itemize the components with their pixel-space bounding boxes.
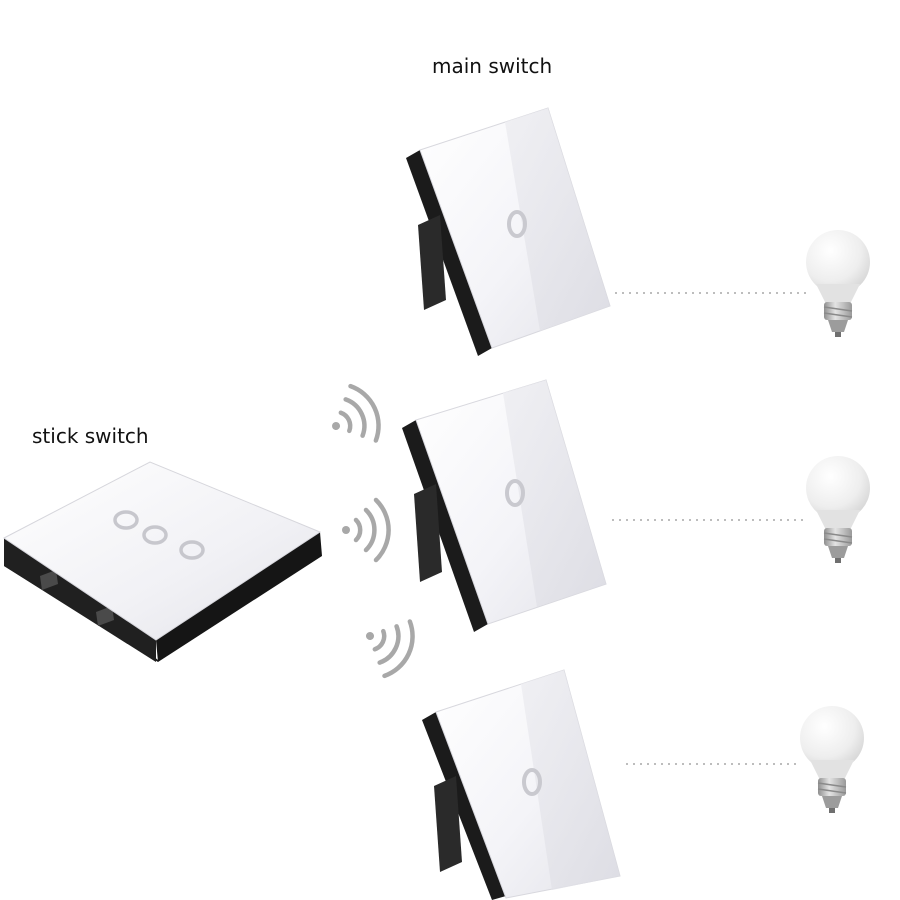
stick-side-left <box>4 538 156 662</box>
stick-switch-label: stick switch <box>32 424 149 448</box>
main-switch-panel <box>406 107 611 356</box>
panel-frame-edge <box>406 150 492 356</box>
light-bulb-icon <box>806 456 870 563</box>
main-switch-label: main switch <box>432 54 553 78</box>
wifi-signal-icon <box>332 383 381 443</box>
panel-mount <box>418 215 446 310</box>
stick-switch-panel <box>3 461 322 662</box>
panel-mount <box>414 484 442 582</box>
light-bulb-icon <box>806 230 870 337</box>
touch-button-icon <box>113 510 139 530</box>
touch-button-icon <box>179 540 205 560</box>
touch-button-icon <box>505 479 525 507</box>
touch-button-icon <box>522 768 542 796</box>
panel-frame-edge <box>422 712 506 900</box>
middle-switch-panel <box>402 379 607 632</box>
panel-glass-highlight <box>505 108 610 331</box>
wifi-signal-icon <box>366 619 415 679</box>
stick-top <box>3 461 322 641</box>
stick-port <box>96 606 114 626</box>
stick-side-right <box>156 532 322 662</box>
panel-mount <box>434 776 462 872</box>
panel-glass-highlight <box>521 670 620 890</box>
bottom-switch-panel <box>422 669 621 900</box>
panel-frame-edge <box>402 420 488 632</box>
stick-port <box>40 570 58 590</box>
touch-button-icon <box>142 525 168 545</box>
light-bulb-icon <box>800 706 864 813</box>
wifi-signal-icon <box>342 497 391 563</box>
touch-button-icon <box>507 210 527 238</box>
panel-glass-highlight <box>503 380 606 607</box>
